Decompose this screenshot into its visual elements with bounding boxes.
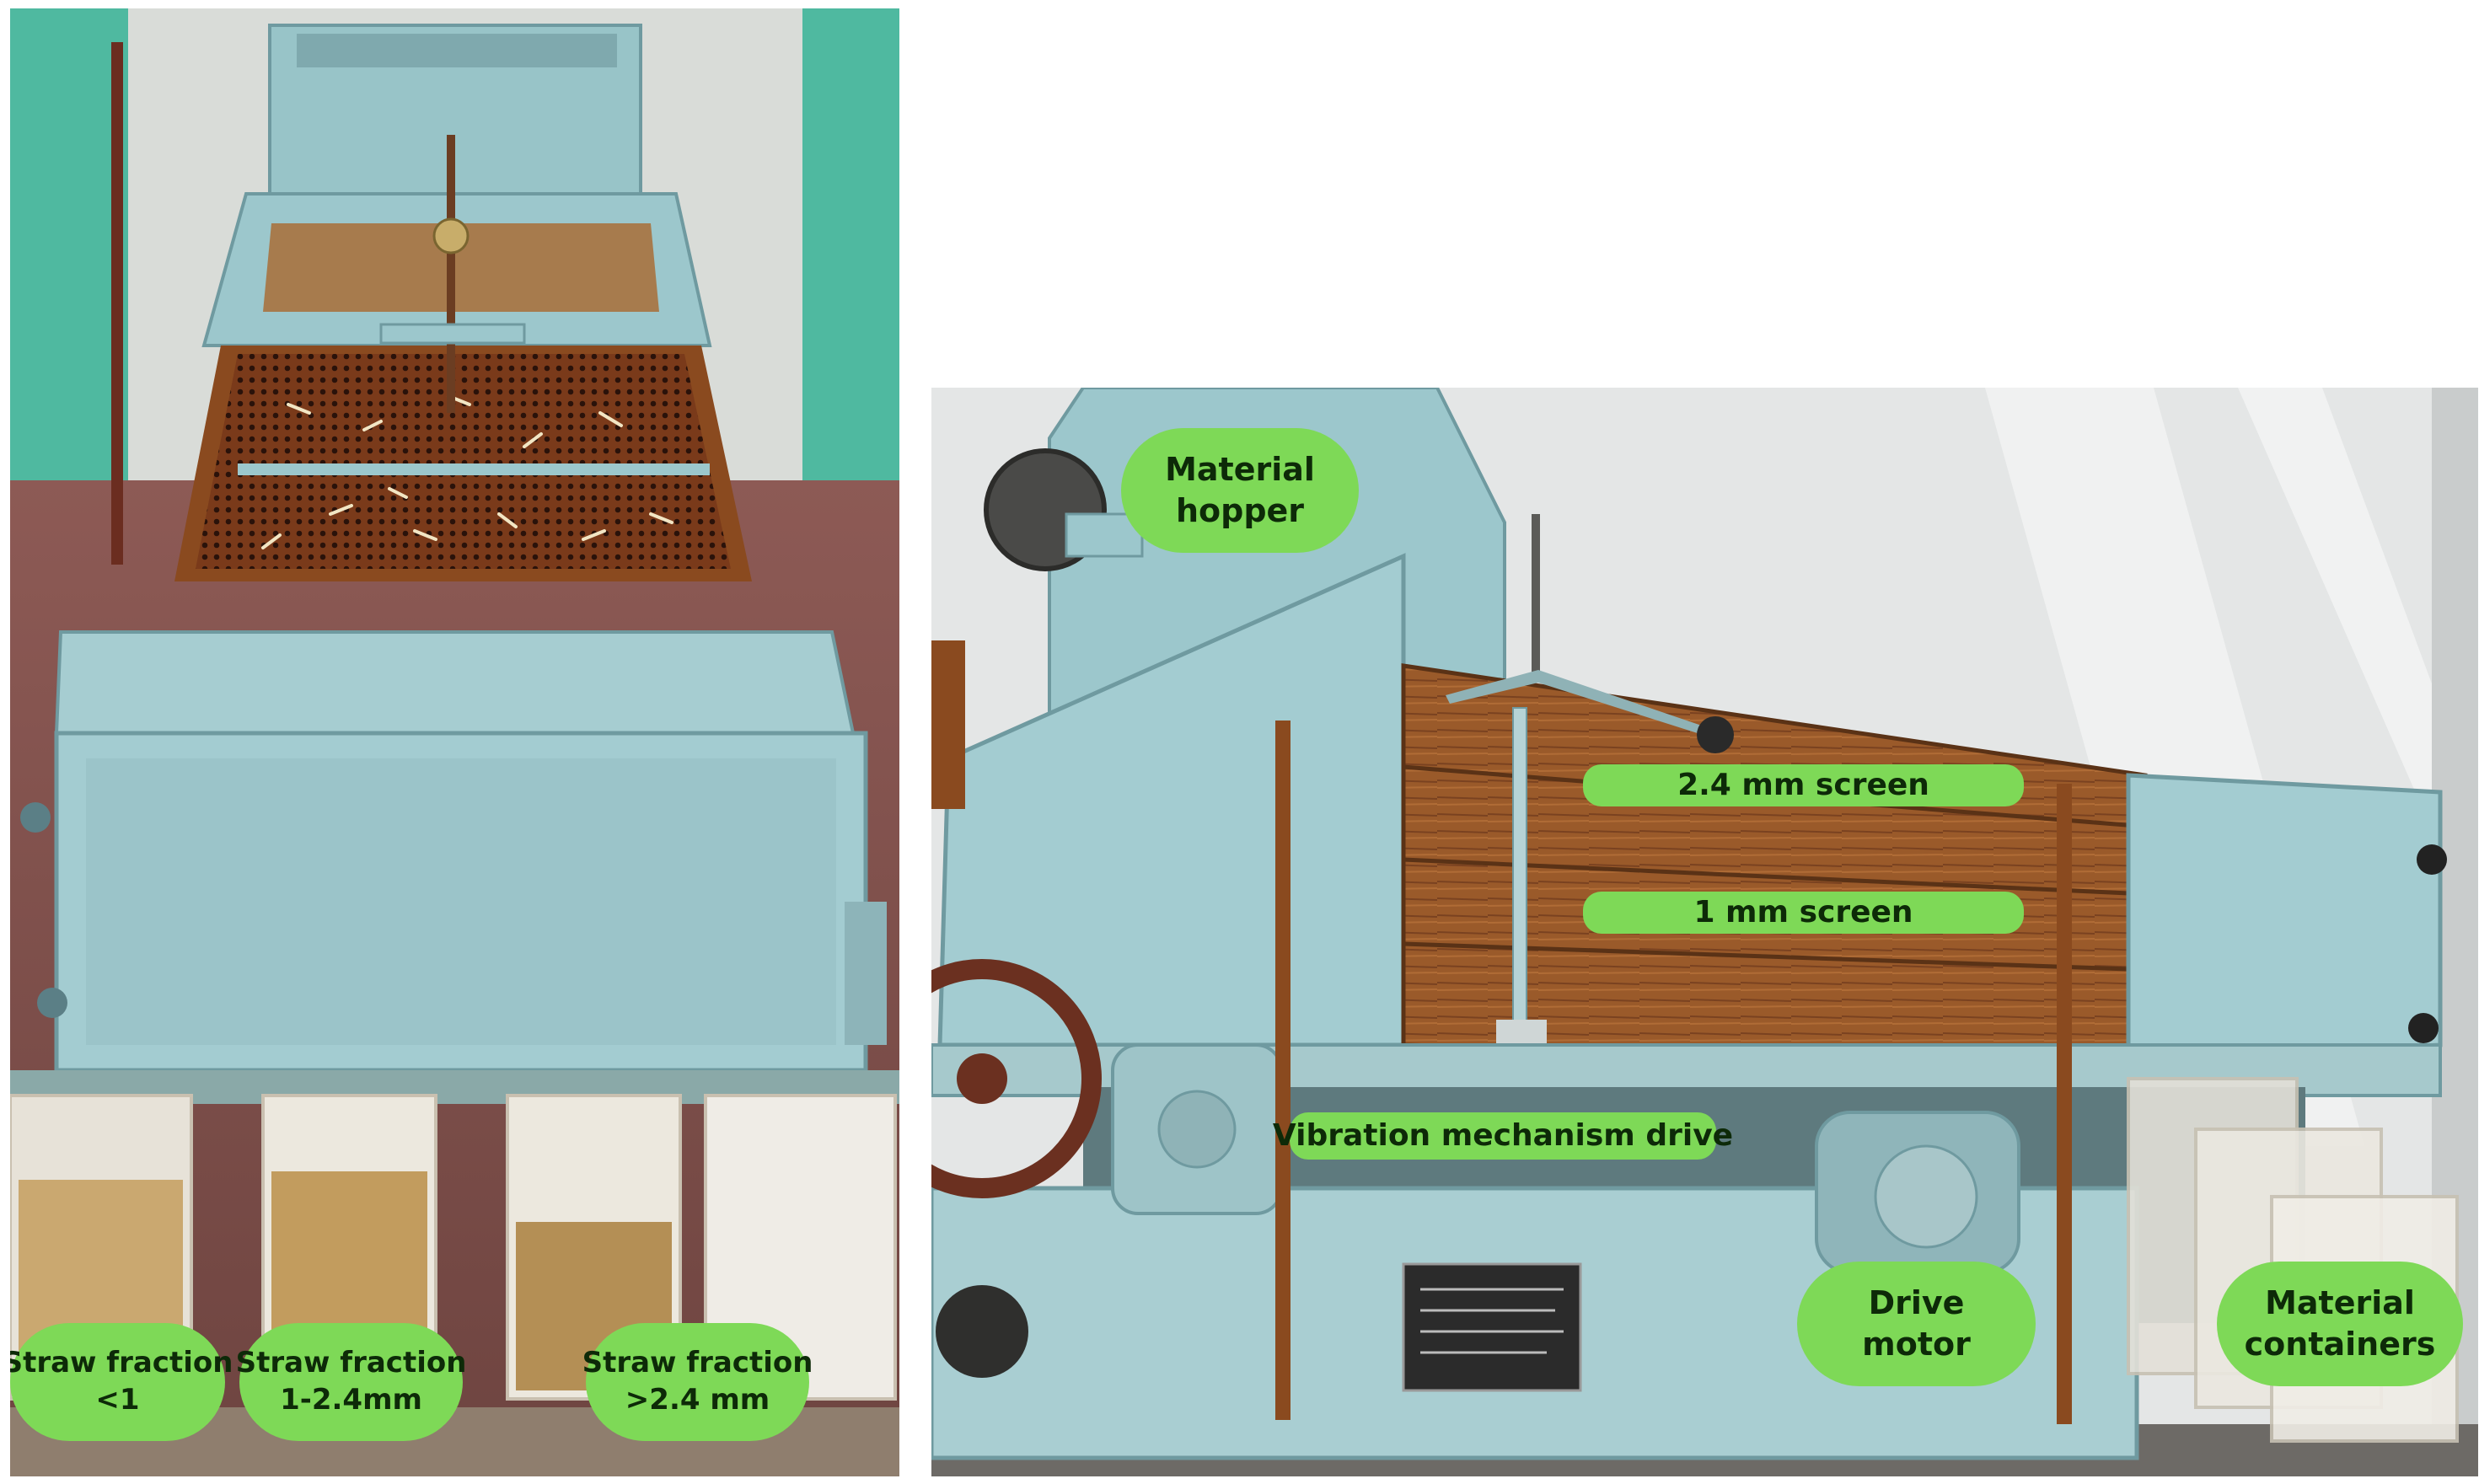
label-1mm-screen-text: 1 mm screen bbox=[1693, 894, 1913, 930]
label-straw-fraction-small-line2: <1 bbox=[95, 1383, 140, 1417]
label-straw-fraction-large: Straw fraction >2.4 mm bbox=[582, 1323, 813, 1441]
label-material-containers: Material containers bbox=[2217, 1262, 2463, 1386]
label-material-hopper-line1: Material bbox=[1165, 451, 1315, 489]
left-photo-sieving-machine-front-view: Straw fraction <1 Straw fraction 1-2.4mm… bbox=[10, 8, 899, 1476]
label-straw-fraction-small: Straw fraction <1 bbox=[10, 1323, 233, 1441]
label-1mm-screen: 1 mm screen bbox=[1583, 892, 2024, 934]
label-straw-fraction-medium-line2: 1-2.4mm bbox=[280, 1383, 422, 1417]
right-photo-illustration bbox=[931, 388, 2478, 1476]
name-plate bbox=[1402, 1262, 1582, 1392]
label-drive-motor-line1: Drive bbox=[1868, 1284, 1965, 1322]
label-straw-fraction-medium-line1: Straw fraction bbox=[235, 1346, 467, 1380]
label-straw-fraction-small-line1: Straw fraction bbox=[10, 1346, 233, 1380]
label-straw-fraction-large-line1: Straw fraction bbox=[582, 1346, 813, 1380]
label-vibration-mechanism-drive: Vibration mechanism drive bbox=[1273, 1112, 1733, 1160]
handwheel bbox=[931, 959, 1102, 1198]
label-vibration-mechanism-drive-text: Vibration mechanism drive bbox=[1272, 1117, 1734, 1153]
label-drive-motor-line2: motor bbox=[1862, 1326, 1971, 1363]
label-drive-motor: Drive motor bbox=[1797, 1262, 2036, 1386]
green-wall-left bbox=[10, 8, 128, 514]
label-2-4mm-screen-text: 2.4 mm screen bbox=[1677, 767, 1929, 802]
label-2-4mm-screen: 2.4 mm screen bbox=[1583, 764, 2024, 806]
label-material-containers-line2: containers bbox=[2244, 1326, 2436, 1363]
label-material-containers-line1: Material bbox=[2265, 1284, 2415, 1322]
label-material-hopper-line2: hopper bbox=[1175, 492, 1305, 529]
label-straw-fraction-medium: Straw fraction 1-2.4mm bbox=[236, 1323, 466, 1441]
label-material-hopper: Material hopper bbox=[1121, 428, 1359, 553]
left-photo-illustration bbox=[10, 8, 899, 1476]
green-wall-right bbox=[802, 8, 899, 480]
label-straw-fraction-large-line2: >2.4 mm bbox=[625, 1383, 770, 1417]
right-photo-sieving-machine-side-view: Material hopper 2.4 mm screen 1 mm scree… bbox=[931, 388, 2478, 1476]
